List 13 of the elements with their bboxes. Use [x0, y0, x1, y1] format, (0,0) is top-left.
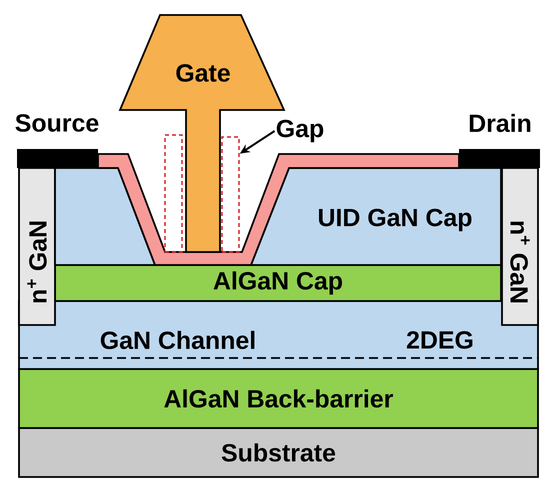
node-label: Source	[16, 114, 98, 132]
substrate: Substrate	[18, 427, 539, 478]
dashed-gap-box	[164, 134, 183, 253]
metal-contact: Source	[16, 114, 98, 168]
contact-region: n$^{+}$ GaN	[501, 167, 539, 326]
layer: AlGaN Cap	[54, 264, 502, 302]
contact-region: n$^{+}$ GaN	[18, 167, 56, 326]
metal-contact: Drain	[459, 114, 540, 168]
dashed-gap-box	[221, 136, 240, 253]
node-label: Drain	[470, 114, 530, 132]
layer: AlGaN Back-barrier	[18, 368, 539, 429]
layer-label: 2DEG	[406, 331, 472, 349]
cap-layer: UID GaN Cap	[54, 167, 502, 266]
